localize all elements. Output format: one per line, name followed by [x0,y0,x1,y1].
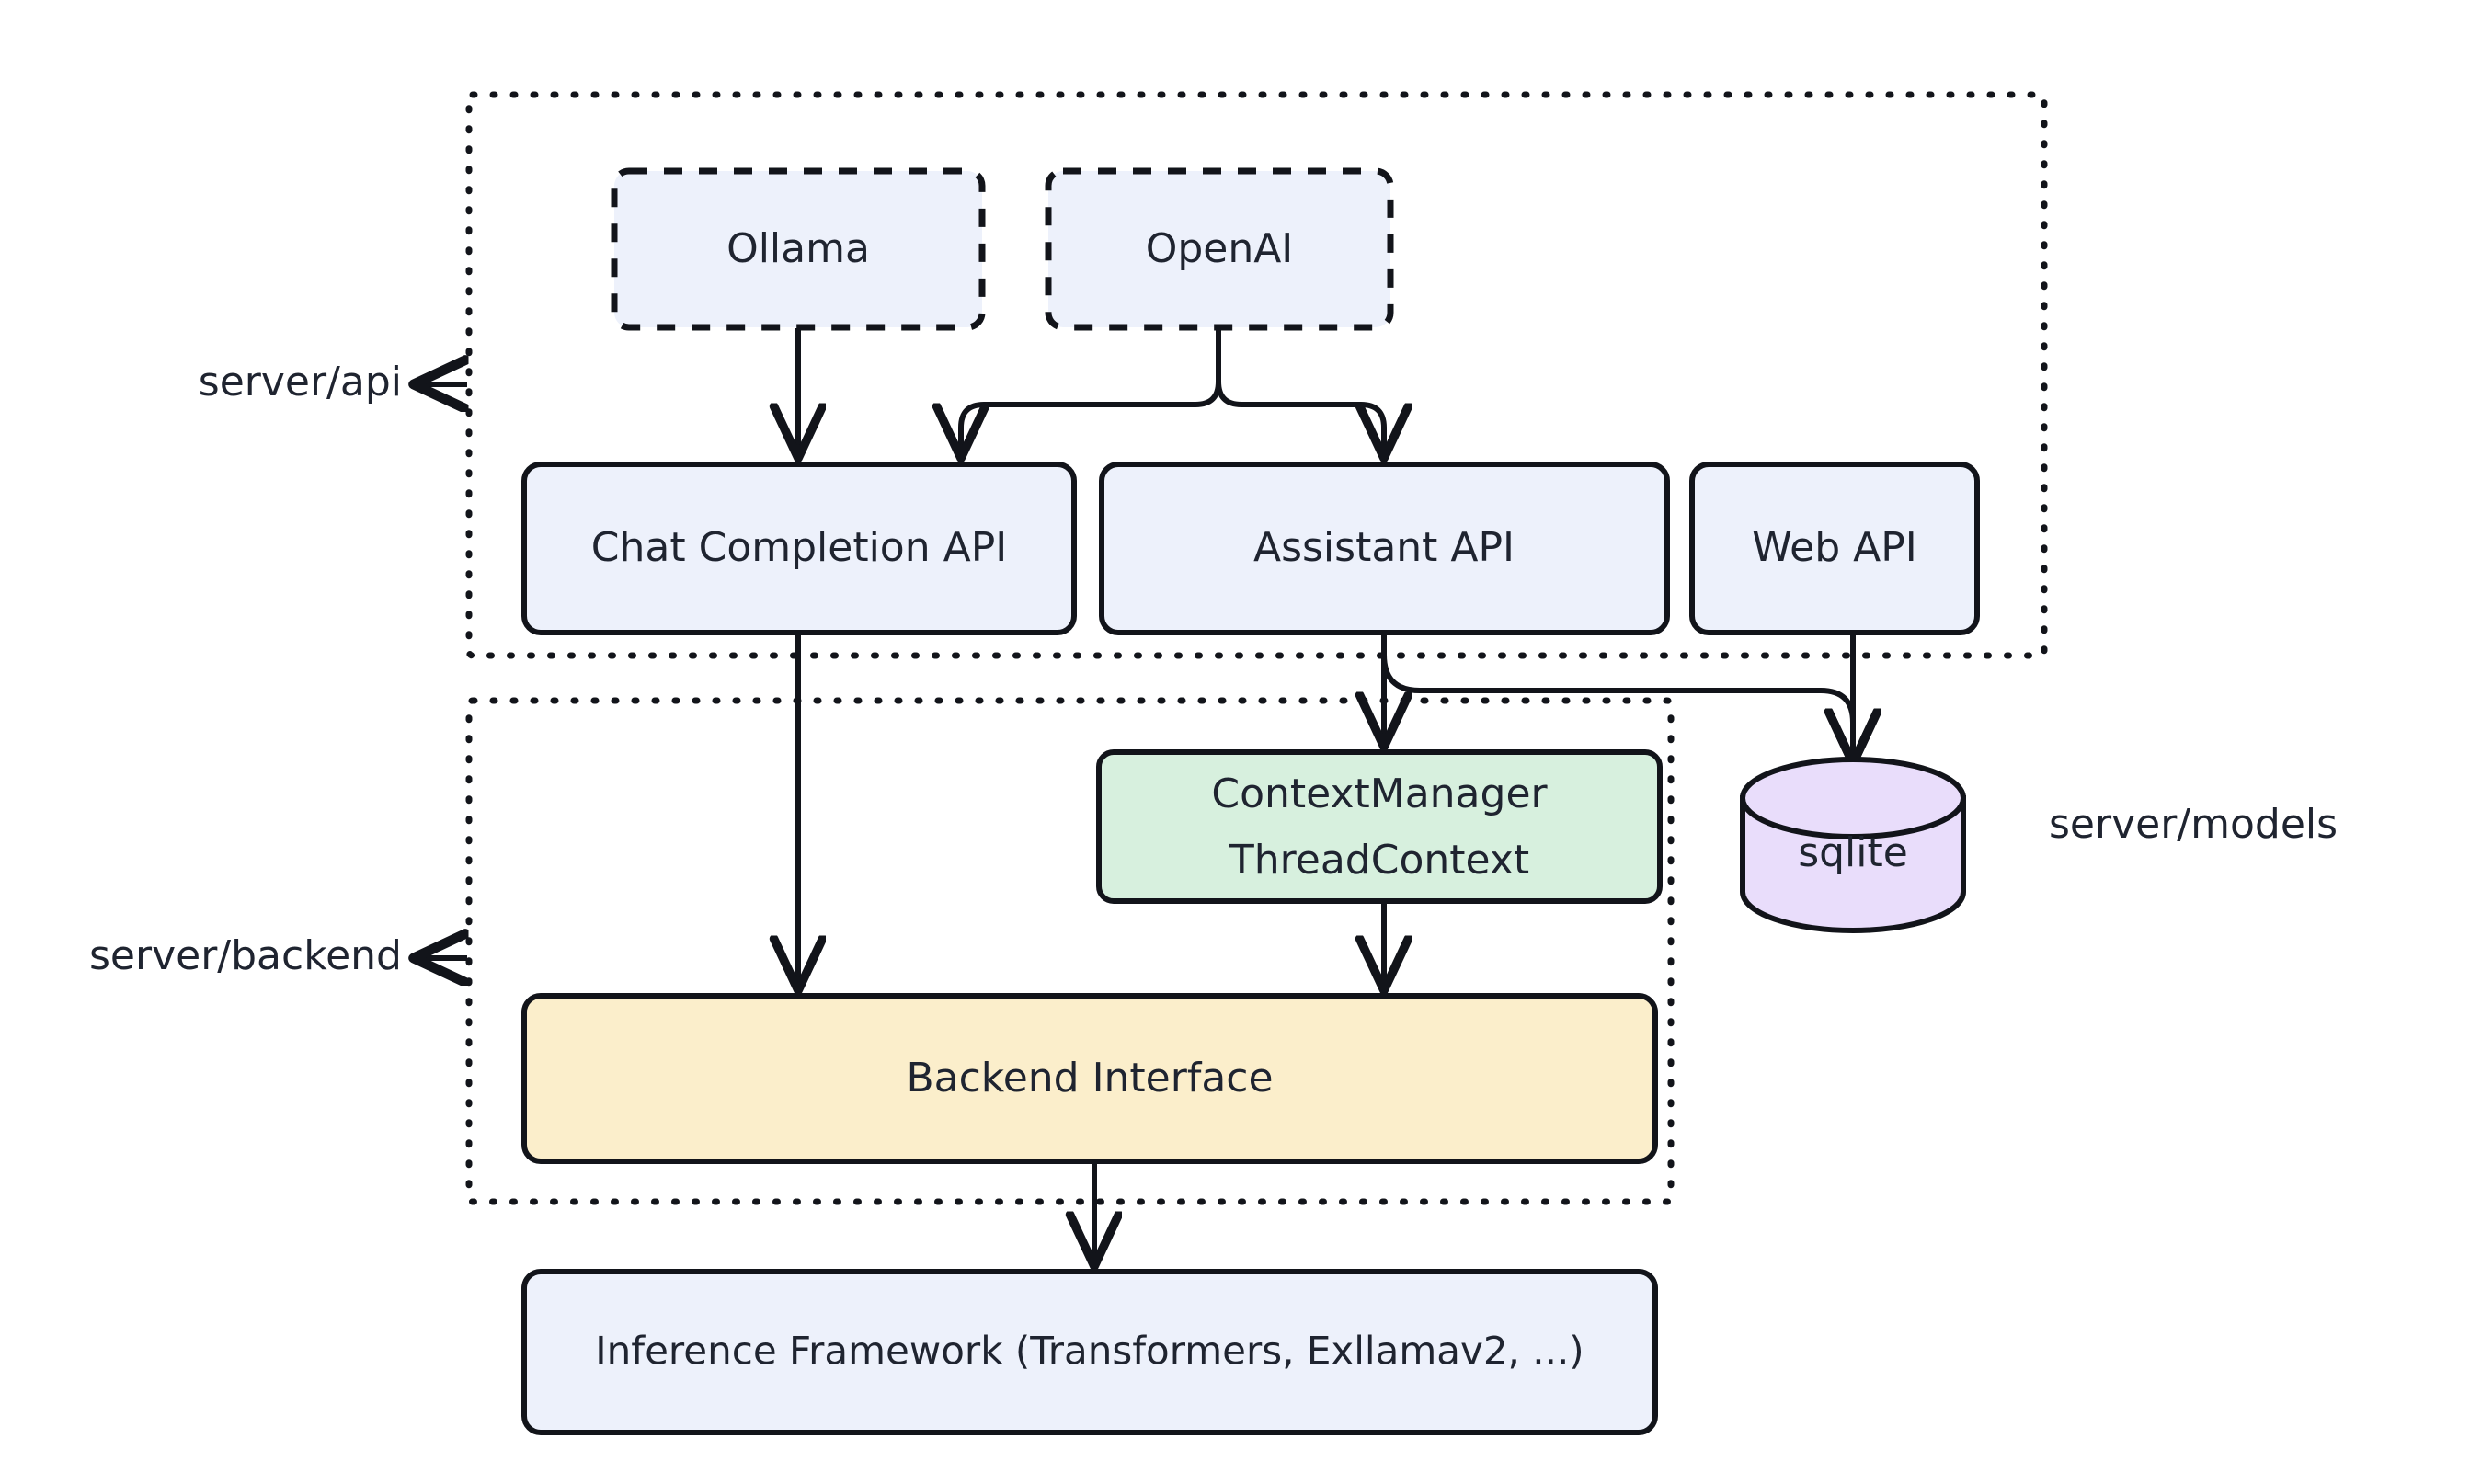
node-web-api-label: Web API [1752,524,1917,571]
node-context-manager-shape[interactable] [1096,749,1663,904]
node-chat-completion-api-shape[interactable] [521,462,1077,635]
edge-openai-to-chat-api [961,328,1221,456]
group-container-server-api [465,91,2048,659]
node-ollama-shape[interactable] [611,167,986,331]
group-label-server-api: server/api [199,359,467,405]
node-inference-framework[interactable]: Inference Framework (Transformers, Exlla… [521,1269,1658,1435]
group-label-server-backend: server/backend [89,932,467,979]
node-context-manager-label-line1: ContextManager [1211,771,1548,817]
node-backend-interface-shape[interactable] [521,993,1658,1164]
node-inference-framework-shape[interactable] [521,1269,1658,1435]
node-sqlite-label: sqlite [1798,829,1908,876]
group-label-server-models: server/models [2049,801,2338,848]
node-context-manager[interactable]: ContextManager ThreadContext [1096,749,1663,904]
node-backend-interface[interactable]: Backend Interface [521,993,1658,1164]
node-web-api-shape[interactable] [1689,462,1980,635]
node-chat-completion-api[interactable]: Chat Completion API [521,462,1077,635]
node-sqlite[interactable]: sqlite [1740,757,1966,933]
group-label-server-backend-text: server/backend [89,932,402,979]
node-ollama[interactable]: Ollama [611,167,986,331]
node-openai[interactable]: OpenAI [1045,167,1394,331]
node-inference-framework-label: Inference Framework (Transformers, Exlla… [595,1329,1584,1374]
edge-openai-to-asst-api [1216,328,1384,456]
group-label-server-api-text: server/api [199,359,402,405]
node-backend-interface-label: Backend Interface [906,1055,1273,1102]
node-context-manager-label-line2: ThreadContext [1229,837,1529,884]
node-sqlite-top[interactable] [1740,757,1966,839]
node-web-api[interactable]: Web API [1689,462,1980,635]
node-ollama-label: Ollama [726,225,870,272]
node-assistant-api-label: Assistant API [1253,524,1515,571]
node-assistant-api-shape[interactable] [1099,462,1670,635]
node-chat-completion-api-label: Chat Completion API [591,524,1007,571]
node-openai-shape[interactable] [1045,167,1394,331]
node-assistant-api[interactable]: Assistant API [1099,462,1670,635]
edge-asst-api-to-sqlite [1381,654,1853,761]
group-label-server-models-text: server/models [2049,801,2338,848]
node-openai-label: OpenAI [1146,225,1294,272]
